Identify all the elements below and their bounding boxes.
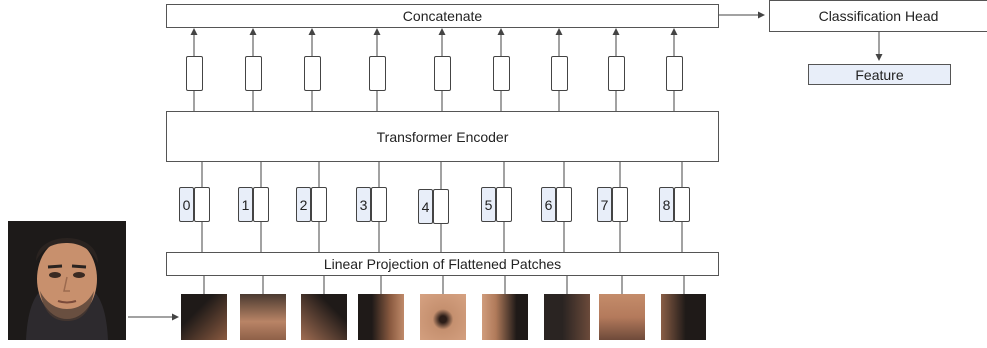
encoder-output-token-2 (304, 56, 321, 91)
feature-label: Feature (855, 66, 904, 83)
position-index-label: 6 (544, 196, 553, 213)
position-index-label: 8 (662, 196, 671, 213)
encoder-output-token-1 (245, 56, 262, 91)
image-patch-3 (358, 294, 404, 340)
position-embedding-4: 4 (418, 189, 433, 224)
position-index-label: 0 (182, 196, 191, 213)
encoder-output-token-7 (608, 56, 625, 91)
position-embedding-0: 0 (179, 187, 194, 222)
transformer-encoder-box: Transformer Encoder (166, 111, 719, 162)
patch-embedding-3 (371, 187, 387, 222)
position-embedding-3: 3 (356, 187, 371, 222)
encoder-output-token-0 (186, 56, 203, 91)
linear-projection-label: Linear Projection of Flattened Patches (323, 256, 562, 272)
image-patch-0 (181, 294, 227, 340)
face-illustration (8, 221, 126, 340)
encoder-output-token-4 (434, 56, 451, 91)
position-embedding-7: 7 (597, 187, 612, 222)
position-index-label: 4 (421, 198, 430, 215)
position-embedding-2: 2 (296, 187, 311, 222)
position-embedding-5: 5 (481, 187, 496, 222)
encoder-output-token-3 (369, 56, 386, 91)
patch-embedding-1 (253, 187, 269, 222)
concatenate-box: Concatenate (166, 4, 719, 28)
concatenate-label: Concatenate (402, 8, 483, 24)
encoder-output-token-8 (666, 56, 683, 91)
position-index-label: 3 (359, 196, 368, 213)
position-index-label: 7 (600, 196, 609, 213)
image-patch-2 (301, 294, 347, 340)
patch-embedding-6 (556, 187, 572, 222)
image-patch-1 (240, 294, 286, 340)
image-patch-6 (544, 294, 590, 340)
image-patch-5 (482, 294, 528, 340)
patch-embedding-2 (311, 187, 327, 222)
patch-embedding-7 (612, 187, 628, 222)
position-embedding-8: 8 (659, 187, 674, 222)
position-embedding-6: 6 (541, 187, 556, 222)
position-embedding-1: 1 (238, 187, 253, 222)
encoder-output-token-5 (493, 56, 510, 91)
linear-projection-box: Linear Projection of Flattened Patches (166, 252, 719, 276)
patch-embedding-0 (194, 187, 210, 222)
image-patch-7 (599, 294, 645, 340)
patch-embedding-4 (433, 189, 449, 224)
encoder-output-token-6 (551, 56, 568, 91)
image-patch-4 (420, 294, 466, 340)
position-index-label: 2 (299, 196, 308, 213)
image-patch-8 (661, 294, 706, 340)
input-face-image (8, 221, 126, 340)
position-index-label: 5 (484, 196, 493, 213)
classification-head-box: Classification Head (769, 0, 987, 32)
patch-embedding-8 (674, 187, 690, 222)
patch-embedding-5 (496, 187, 512, 222)
classification-head-label: Classification Head (818, 8, 939, 24)
feature-box: Feature (808, 64, 951, 85)
position-index-label: 1 (241, 196, 250, 213)
transformer-encoder-label: Transformer Encoder (376, 128, 509, 145)
